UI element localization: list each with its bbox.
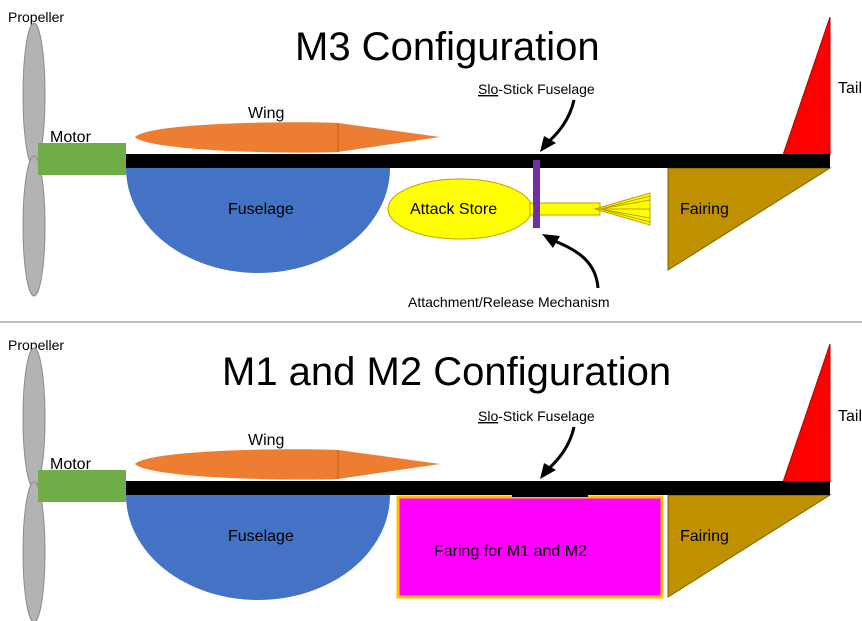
wing-label: Wing (248, 432, 284, 449)
fuselage (126, 495, 390, 600)
attachment-release-mechanism (533, 160, 540, 228)
fuselage-label: Fuselage (228, 201, 294, 218)
mechanism-label: Attachment/Release Mechanism (408, 294, 610, 310)
propeller-blade-upper (22, 347, 46, 489)
fairing (667, 167, 832, 271)
attack-store-tailboom (529, 202, 601, 216)
propeller-label: Propeller (8, 9, 64, 25)
slo-stick-arrow (544, 426, 576, 474)
faring-box-label: Faring for M1 and M2 (434, 543, 587, 560)
slo-stick-fuselage-boom (126, 481, 830, 495)
motor-label: Motor (50, 129, 92, 146)
panel-title: M3 Configuration (295, 25, 600, 69)
wing (135, 449, 440, 480)
mechanism-arrow (551, 238, 600, 289)
tail-label: Tail (838, 408, 862, 425)
attack-store-label: Attack Store (410, 201, 497, 218)
motor-label: Motor (50, 456, 92, 473)
mechanism-arrowhead (542, 234, 560, 248)
slo-stick-label: Slo-Stick Fuselage (478, 408, 595, 424)
tail-fin (782, 343, 831, 483)
slo-stick-label: Slo-Stick Fuselage (478, 81, 595, 97)
wing (135, 122, 440, 153)
panel-title: M1 and M2 Configuration (222, 350, 671, 394)
tail-fin (782, 16, 831, 156)
panel-m1-m2: Propeller M1 and M2 Configuration Motor … (8, 337, 862, 621)
boom-segment (512, 493, 588, 497)
motor (38, 470, 126, 502)
slo-stick-arrowhead (540, 463, 556, 479)
fuselage-label: Fuselage (228, 528, 294, 545)
tail-label: Tail (838, 80, 862, 97)
panel-m3: Propeller M3 Configuration Motor Wing Fu… (8, 9, 862, 310)
fuselage (126, 168, 390, 273)
wing-label: Wing (248, 105, 284, 122)
propeller-blade-lower (22, 481, 46, 621)
fairing (667, 494, 832, 598)
motor (38, 143, 126, 175)
slo-stick-arrow (544, 99, 576, 147)
propeller-blade-lower (22, 155, 46, 297)
fairing-label: Fairing (680, 201, 729, 218)
slo-stick-arrowhead (540, 136, 556, 152)
slo-stick-fuselage-boom (126, 154, 830, 168)
propeller-label: Propeller (8, 337, 64, 353)
fairing-label: Fairing (680, 528, 729, 545)
attack-store (387, 178, 651, 240)
